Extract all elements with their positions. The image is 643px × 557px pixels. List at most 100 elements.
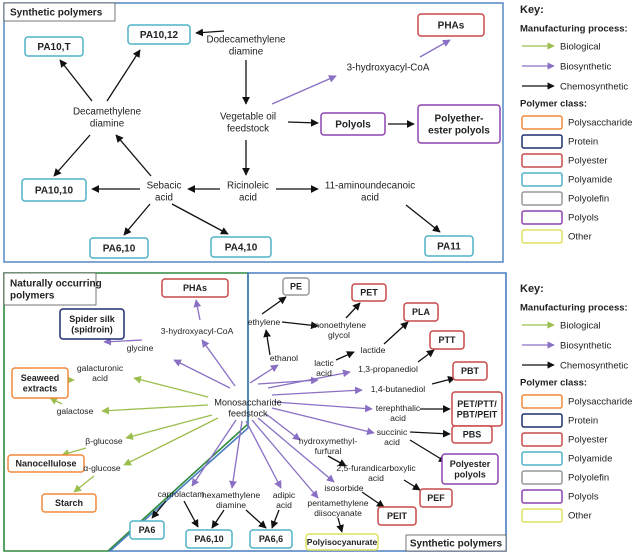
legend-top-key-label: Key:	[520, 4, 544, 16]
lactide-label: lactide	[361, 345, 386, 355]
phas-box-bottom-frame	[161, 278, 229, 298]
polyether-ester-box: Polyether-ester polyols	[417, 104, 501, 144]
pa10t-box-frame	[24, 36, 84, 57]
butanediol-label: 1,4-butanediol	[371, 384, 426, 394]
legend-top-protein-label: Protein	[568, 136, 598, 147]
arrow-glycine-to-spider-silk	[103, 337, 143, 346]
synthetic-panel-top-title: Synthetic polymers	[10, 8, 103, 19]
nanocellulose-box-label: Nanocellulose	[15, 459, 76, 469]
arrow-succinic-to-pbs	[409, 429, 451, 438]
arrow-mono-to-beta-glucose	[125, 414, 213, 440]
arrow-hmf-to-fdca	[327, 455, 347, 467]
legend-bottom-chemosynthetic-label: Chemosynthetic	[560, 360, 628, 371]
spider-silk-box: Spider silk(spidroin)	[59, 308, 125, 340]
pa66-box-label: PA6,6	[259, 534, 283, 544]
arrow-decam-to-pa10t	[59, 59, 93, 102]
galactose-label: galactose	[57, 406, 94, 416]
pa410-box: PA4,10	[210, 236, 272, 258]
arrow-mono-to-ethanol	[249, 364, 279, 384]
arrow-sebacic-to-pa610	[123, 203, 151, 236]
phas-box-bottom: PHAs	[161, 278, 229, 298]
pa1010-box: PA10,10	[21, 178, 87, 202]
pla-box-frame	[403, 302, 439, 322]
pef-box: PEF	[419, 488, 453, 508]
arrow-mono-to-adipic	[245, 420, 282, 489]
phas-box-top-frame	[417, 13, 485, 37]
legend-top-class-heading: Polymer class:	[520, 98, 587, 109]
arrow-sebacic-to-pa410	[171, 203, 229, 235]
ptt-box-frame	[429, 330, 465, 350]
pa10t-box: PA10,T	[24, 36, 84, 57]
arrow-hexamethylene-to-pa66	[245, 509, 267, 529]
pa6-box-label: PA6	[139, 525, 156, 535]
legend-top-polyols-label: Polyols	[568, 212, 599, 223]
pbt-box-label: PBT	[461, 366, 480, 376]
arrow-mono-to-glycine	[173, 359, 231, 389]
legend-top-polyols-swatch	[521, 210, 563, 225]
pa610-box-bottom-frame	[185, 529, 233, 549]
hydroxyacyl-coa-label-top: 3-hydroxyacyl-CoA	[347, 62, 430, 73]
arrow-veg-to-hacoa	[271, 75, 337, 105]
synthetic-panel-bottom	[107, 272, 507, 552]
arrow-mono-to-hmf	[265, 413, 301, 441]
pe-box-frame	[282, 277, 310, 296]
legend-top: Key:Manufacturing process:BiologicalBios…	[520, 4, 632, 244]
arrow-mono-to-caprolactam	[191, 419, 237, 487]
starch-box-frame	[41, 493, 97, 513]
hydroxyacyl-coa-label-bottom: 3-hydroxyacyl-CoA	[161, 326, 234, 336]
ptt-box: PTT	[429, 330, 465, 350]
phas-box-top-label: PHAs	[438, 21, 465, 32]
arrow-butanediol-to-pbt	[431, 375, 456, 385]
arrow-sebacic-to-decam	[115, 134, 152, 177]
arrow-mono-to-hacoa	[201, 339, 236, 387]
polyether-ester-box-frame	[417, 104, 501, 144]
legend-bottom-other-label: Other	[568, 510, 592, 521]
legend-top-other-swatch	[521, 229, 563, 244]
legend-bottom-polyamide-label: Polyamide	[568, 453, 612, 464]
arrow-meg-to-pet	[345, 302, 361, 319]
propanediol-label: 1,3-propanediol	[358, 364, 418, 374]
peit-box: PEIT	[377, 506, 417, 526]
pbs-box-label: PBS	[463, 430, 482, 440]
pet-ptt-pbt-peit-box: PET/PTT/PBT/PEIT	[451, 391, 503, 427]
peit-box-frame	[377, 506, 417, 526]
arrow-beta-glucose-to-nanocellulose	[61, 447, 87, 457]
pa610-box-top: PA6,10	[89, 237, 149, 259]
pa6-box-frame	[129, 520, 165, 540]
caprolactam-label: caprolactam	[158, 489, 205, 499]
arrow-caprolactam-to-pa6	[151, 500, 167, 519]
polyester-polyols-box-frame	[441, 453, 499, 485]
pa11-box-frame	[424, 235, 474, 257]
pet-box-label: PET	[360, 288, 378, 298]
pla-box-label: PLA	[412, 307, 431, 317]
pa11-box-label: PA11	[437, 242, 461, 253]
pa610-box-bottom-label: PA6,10	[194, 534, 223, 544]
legend-top-polyester-label: Polyester	[568, 155, 608, 166]
spider-silk-box-label: Spider silk(spidroin)	[69, 314, 116, 335]
arrow-propanediol-to-ptt	[417, 349, 435, 363]
legend-bottom-biosynthetic-label: Biosynthetic	[560, 340, 611, 351]
arrow-veg-to-polyols	[287, 118, 319, 127]
polyisocyanurate-box-label: Polyisocyanurate	[307, 537, 378, 547]
legend-top-protein-swatch	[521, 134, 563, 149]
pa410-box-frame	[210, 236, 272, 258]
pa610-box-top-label: PA6,10	[103, 244, 136, 255]
arrow-amino-to-pa11	[405, 204, 441, 233]
legend-bottom-polyester-label: Polyester	[568, 434, 608, 445]
synthetic-panel-bottom-title: Synthetic polymers	[410, 539, 503, 550]
phas-box-top: PHAs	[417, 13, 485, 37]
ethylene-label: ethylene	[248, 317, 281, 327]
polyisocyanurate-box: Polyisocyanurate	[305, 533, 379, 551]
pe-box-label: PE	[290, 282, 302, 292]
pa10t-box-label: PA10,T	[37, 42, 70, 53]
pa1010-box-frame	[21, 178, 87, 202]
pef-box-frame	[419, 488, 453, 508]
legend-bottom-class-heading: Polymer class:	[520, 377, 587, 388]
legends: Key:Manufacturing process:BiologicalBios…	[520, 4, 632, 523]
